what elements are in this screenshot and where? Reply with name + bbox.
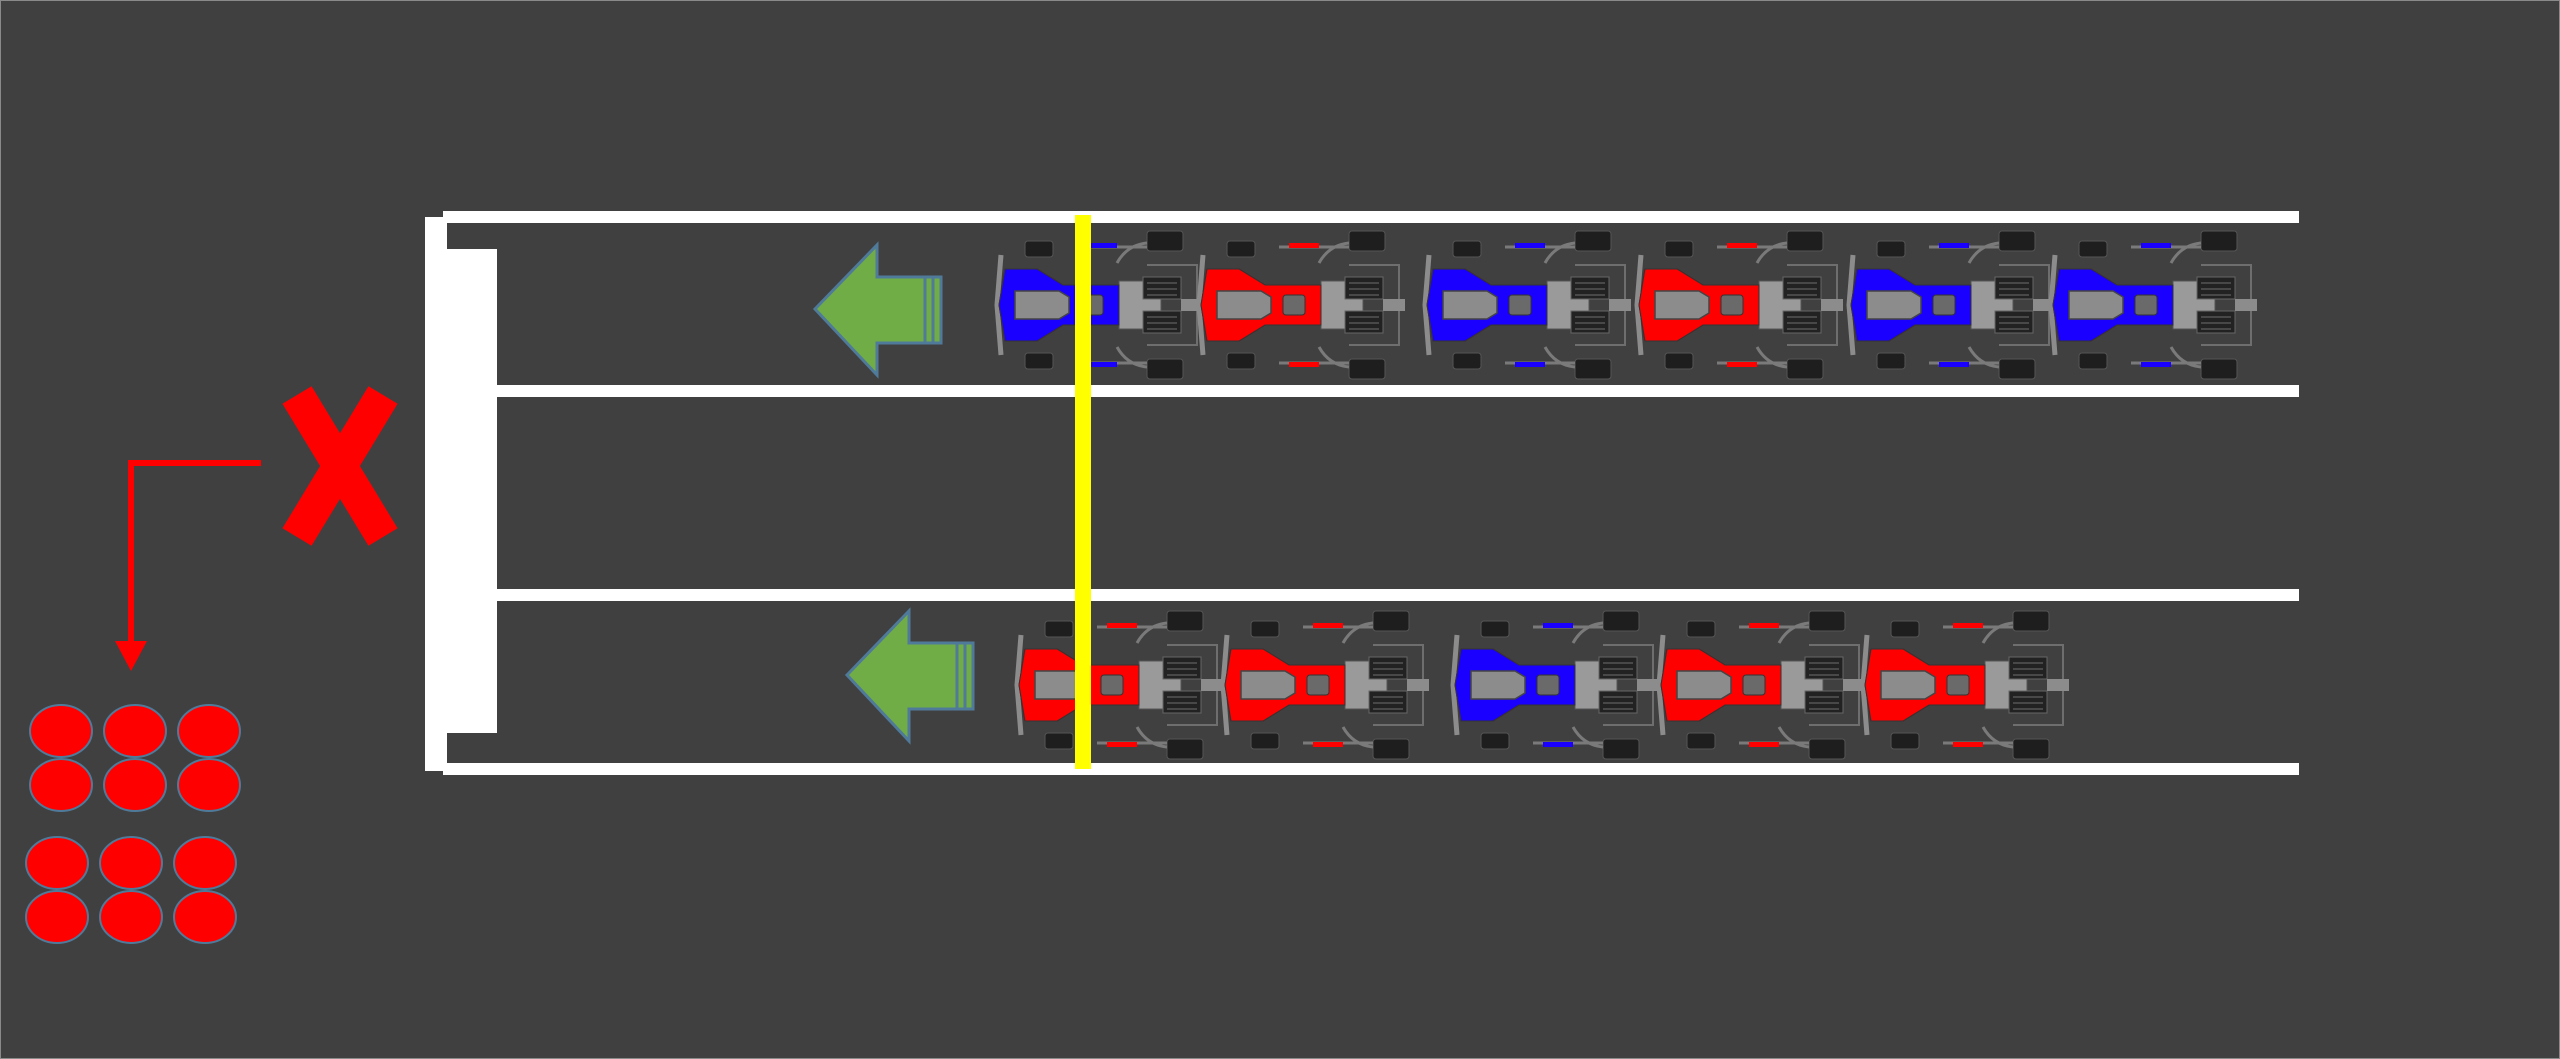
pit-token [25,836,89,890]
pit-token [25,890,89,944]
pit-token [29,704,93,758]
kart-blue [1453,611,1659,759]
x-mark-icon [282,386,398,546]
track-end-wall [425,217,497,771]
start-line [1075,215,1091,769]
kart-red [1863,611,2069,759]
lane-line-top [443,211,2299,223]
pit-token [99,890,163,944]
pit-token [103,758,167,812]
pit-token [99,836,163,890]
pit-token [177,704,241,758]
kart-blue [1425,231,1631,379]
pit-token [173,890,237,944]
kart-blue [1849,231,2055,379]
kart-red [1199,231,1405,379]
lane-2-karts [1017,611,2069,759]
elbow-arrow-down-icon [115,460,261,671]
lane-line-lower-divider [495,589,2299,601]
kart-red [1223,611,1429,759]
pit-token [177,758,241,812]
lane-lines [443,211,2299,775]
kart-blue [2051,231,2257,379]
lane-2-direction-arrow [844,607,975,745]
pit-token [29,758,93,812]
lane-line-upper-divider [495,385,2299,397]
kart-red [1017,611,1223,759]
kart-blue [997,231,1203,379]
lane-1-direction-arrow [812,241,943,379]
pit-token [173,836,237,890]
kart-red [1637,231,1843,379]
lane-line-bottom [443,763,2299,775]
pit-token-grid [25,704,241,944]
pit-token [103,704,167,758]
lane-1-karts [997,231,2257,379]
kart-red [1659,611,1865,759]
